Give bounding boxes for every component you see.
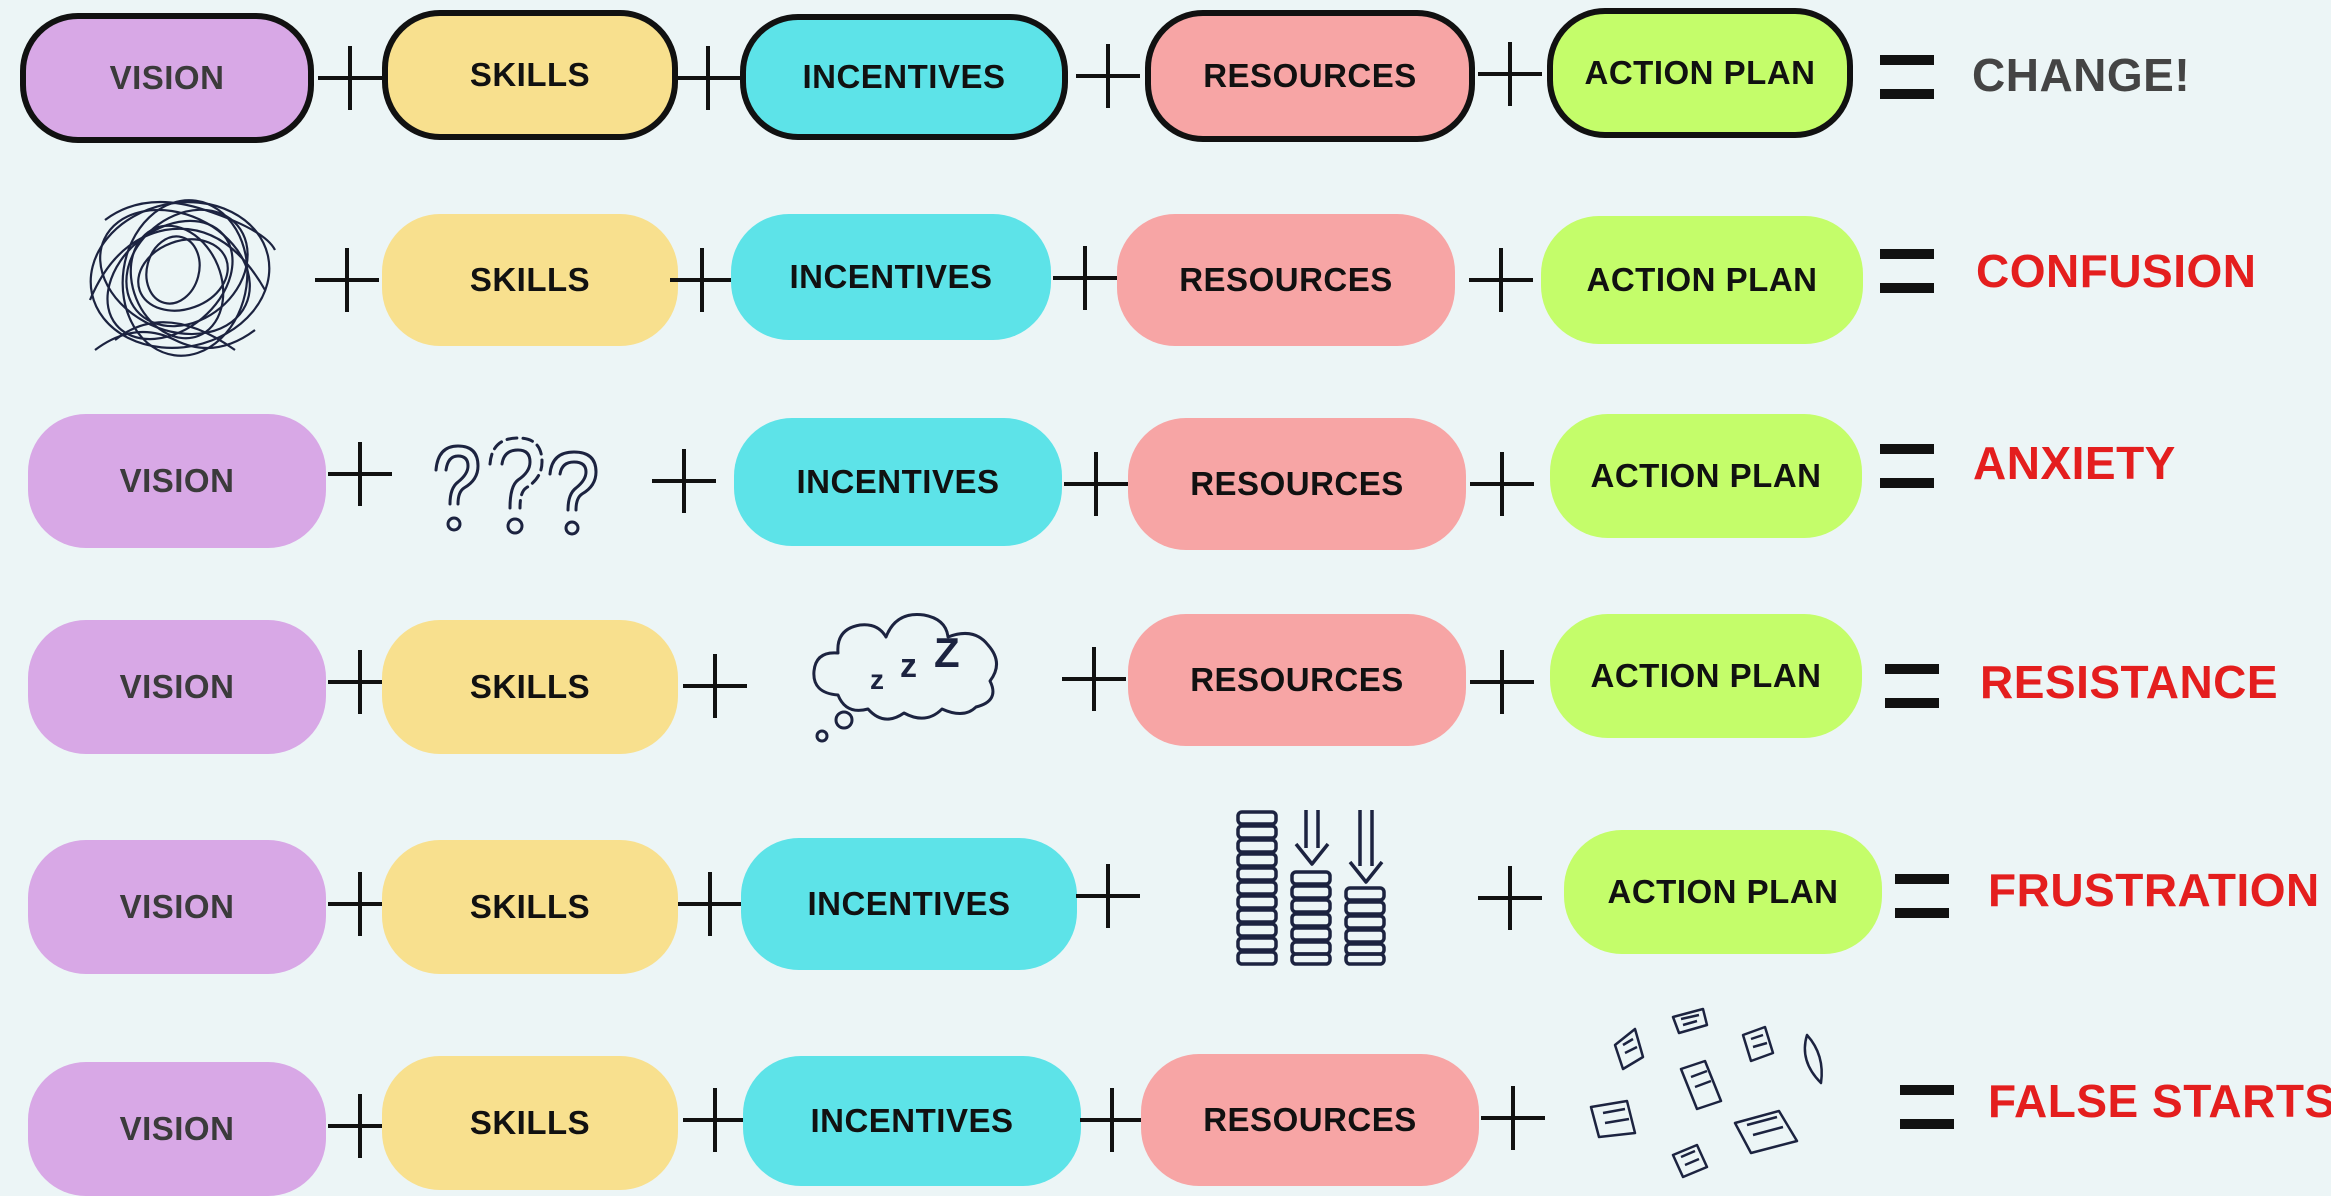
skills-box: SKILLS [382,10,678,140]
resources-box: RESOURCES [1117,214,1455,346]
declining-stacks-icon [1236,810,1386,966]
equals-sign [1900,1085,1954,1129]
plus-sign [328,1094,392,1158]
svg-text:z: z [870,664,884,695]
result-resistance: RESISTANCE [1980,656,2279,708]
plus-sign [678,872,742,936]
result-frustration: FRUSTRATION [1988,864,2320,916]
vision-box: VISION [28,1062,326,1196]
plus-sign [1470,452,1534,516]
equals-sign [1885,664,1939,708]
action-plan-box: ACTION PLAN [1547,8,1853,138]
vision-box: VISION [20,13,314,143]
vision-box: VISION [28,414,326,548]
svg-text:Z: Z [934,629,960,676]
plus-sign [328,650,392,714]
plus-sign [1080,1088,1144,1152]
plus-sign [328,442,392,506]
scribble-icon [88,199,276,357]
skills-box: SKILLS [382,620,678,754]
plus-sign [1469,248,1533,312]
svg-text:z: z [900,647,917,685]
resources-box: RESOURCES [1128,614,1466,746]
resources-box: RESOURCES [1128,418,1466,550]
result-false-starts: FALSE STARTS [1988,1075,2331,1127]
incentives-box: INCENTIVES [740,14,1068,140]
incentives-box: INCENTIVES [731,214,1051,340]
incentives-box: INCENTIVES [741,838,1077,970]
resources-box: RESOURCES [1141,1054,1479,1186]
skills-box: SKILLS [382,1056,678,1190]
scattered-papers-icon [1589,1007,1823,1179]
plus-sign [670,248,734,312]
result-confusion: CONFUSION [1976,245,2257,297]
equals-sign [1880,55,1934,99]
resources-box: RESOURCES [1145,10,1475,142]
vision-box: VISION [28,620,326,754]
plus-sign [683,1088,747,1152]
vision-box: VISION [28,840,326,974]
plus-sign [652,449,716,513]
plus-sign [1470,650,1534,714]
plus-sign [1076,864,1140,928]
plus-sign [318,46,382,110]
plus-sign [1064,452,1128,516]
incentives-box: INCENTIVES [743,1056,1081,1186]
plus-sign [1478,866,1542,930]
equals-sign [1880,444,1934,488]
plus-sign [676,46,740,110]
action-plan-box: ACTION PLAN [1541,216,1863,344]
skills-box: SKILLS [382,840,678,974]
plus-sign [1053,246,1117,310]
plus-sign [328,872,392,936]
plus-sign [1478,42,1542,106]
action-plan-box: ACTION PLAN [1564,830,1882,954]
plus-sign [315,248,379,312]
sleep-thought-cloud-icon: z z Z [812,612,998,743]
question-marks-icon [434,436,598,536]
plus-sign [1076,44,1140,108]
equals-sign [1895,874,1949,918]
plus-sign [683,654,747,718]
action-plan-box: ACTION PLAN [1550,414,1862,538]
incentives-box: INCENTIVES [734,418,1062,546]
result-change: CHANGE! [1972,49,2191,101]
skills-box: SKILLS [382,214,678,346]
action-plan-box: ACTION PLAN [1550,614,1862,738]
equals-sign [1880,249,1934,293]
plus-sign [1062,647,1126,711]
plus-sign [1481,1086,1545,1150]
result-anxiety: ANXIETY [1973,437,2176,489]
